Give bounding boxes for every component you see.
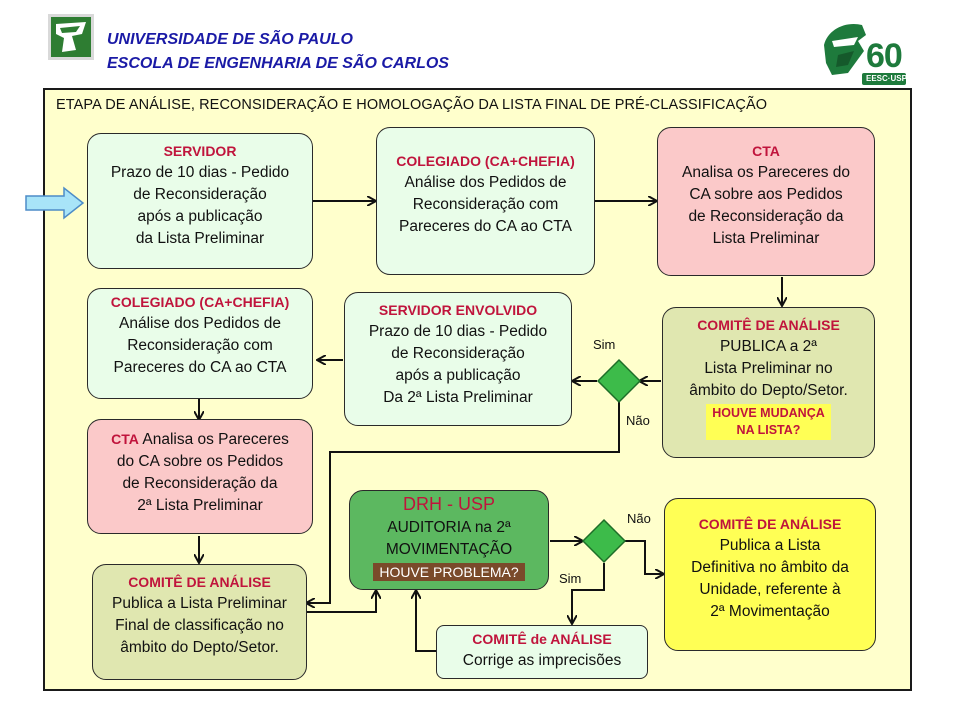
- decision-diamond-lista: [596, 358, 642, 404]
- box-line: Lista Preliminar no: [704, 360, 833, 377]
- box-title: COMITÊ DE ANÁLISE: [698, 516, 842, 532]
- arrow-comite2-to-drh: [307, 591, 376, 613]
- box-title: COMITÊ de ANÁLISE: [472, 631, 612, 647]
- box-title: COMITÊ DE ANÁLISE: [697, 317, 840, 333]
- box-line: Analisa os Pareceres: [142, 431, 289, 448]
- box-line: Análise dos Pedidos de: [118, 315, 281, 332]
- box-comite-analise-2: COMITÊ DE ANÁLISE Publica a Lista Prelim…: [92, 564, 307, 680]
- box-line: Unidade, referente à: [699, 581, 841, 598]
- university-name: UNIVERSIDADE DE SÃO PAULO: [107, 31, 353, 48]
- decision-label-nao-2: Não: [627, 511, 651, 526]
- box-drh-usp: DRH - USP AUDITORIA na 2ª MOVIMENTAÇÃO H…: [349, 490, 549, 590]
- box-line: 2ª Movimentação: [710, 603, 830, 620]
- box-line: âmbito do Depto/Setor.: [689, 382, 848, 399]
- usp-logo: [48, 14, 94, 60]
- box-line: Pareceres do CA ao CTA: [399, 218, 572, 235]
- box-line: de Reconsideração da: [122, 475, 278, 492]
- box-comite-analise-1: COMITÊ DE ANÁLISE PUBLICA a 2ª Lista Pre…: [662, 307, 875, 458]
- box-line: Lista Preliminar: [712, 230, 820, 247]
- box-line: âmbito do Depto/Setor.: [120, 639, 279, 656]
- box-title: CTA: [752, 143, 780, 159]
- decision-label-sim-2: Sim: [559, 571, 582, 586]
- tag-line: HOUVE MUDANÇA: [712, 406, 825, 420]
- box-line: Publica a Lista: [719, 537, 821, 554]
- box-title: SERVIDOR ENVOLVIDO: [378, 302, 538, 318]
- box-line: Pareceres do CA ao CTA: [113, 359, 287, 376]
- box-line: Reconsideração com: [412, 196, 559, 213]
- box-line: Publica a Lista Preliminar: [112, 595, 287, 612]
- box-title: CTA: [111, 431, 139, 447]
- box-line: MOVIMENTAÇÃO: [385, 541, 513, 558]
- box-line: de Reconsideração da: [688, 208, 844, 225]
- arrow-decision1-no-to-comite2: [307, 402, 620, 603]
- box-line: 2ª Lista Preliminar: [137, 497, 263, 514]
- decision-diamond-problema: [581, 518, 627, 564]
- box-line: de Reconsideração: [391, 345, 525, 362]
- box-line: após a publicação: [137, 208, 263, 225]
- box-title: COMITÊ DE ANÁLISE: [128, 574, 271, 590]
- decision-label-sim-1: Sim: [593, 337, 616, 352]
- box-cta-1: CTA Analisa os Pareceres do CA sobre aos…: [657, 127, 875, 276]
- box-line: AUDITORIA na 2ª: [387, 519, 511, 536]
- arrow-comite4-to-drh: [416, 591, 436, 652]
- box-title: SERVIDOR: [163, 143, 237, 159]
- box-line: Definitiva no âmbito da: [691, 559, 849, 576]
- box-line: Prazo de 10 dias - Pedido: [110, 164, 290, 181]
- arrow-decision2-yes-to-comite4: [572, 563, 605, 623]
- box-line: após a publicação: [395, 367, 521, 384]
- box-line: da Lista Preliminar: [135, 230, 265, 247]
- box-line: do CA sobre os Pedidos: [116, 453, 284, 470]
- usp-logo-icon: [48, 14, 94, 60]
- school-name: ESCOLA DE ENGENHARIA DE SÃO CARLOS: [107, 55, 449, 72]
- box-line-first: CTA Analisa os Pareceres: [88, 428, 312, 451]
- box-line: Corrige as imprecisões: [462, 652, 622, 669]
- decision-label-nao-1: Não: [626, 413, 650, 428]
- question-tag-mudanca: HOUVE MUDANÇA NA LISTA?: [706, 404, 831, 440]
- box-title: DRH - USP: [402, 494, 495, 514]
- box-title: COLEGIADO (CA+CHEFIA): [110, 294, 290, 310]
- eesc-60-logo-icon: [824, 23, 906, 85]
- question-tag-problema: HOUVE PROBLEMA?: [373, 563, 525, 581]
- stage-title: ETAPA DE ANÁLISE, RECONSIDERAÇÃO E HOMOL…: [56, 97, 768, 113]
- box-line: CA sobre aos Pedidos: [689, 186, 843, 203]
- box-line: Análise dos Pedidos de: [404, 174, 567, 191]
- box-line: Final de classificação no: [115, 617, 284, 634]
- box-servidor-envolvido: SERVIDOR ENVOLVIDO Prazo de 10 dias - Pe…: [344, 292, 572, 426]
- box-line: Reconsideração com: [127, 337, 273, 354]
- box-line: Prazo de 10 dias - Pedido: [368, 323, 548, 340]
- box-line: Analisa os Pareceres do: [681, 164, 850, 181]
- tag-line: NA LISTA?: [736, 423, 801, 437]
- box-line: PUBLICA a 2ª: [719, 338, 818, 355]
- anniversary-number: 60: [866, 37, 903, 75]
- box-colegiado-1: COLEGIADO (CA+CHEFIA) Análise dos Pedido…: [376, 127, 595, 275]
- box-servidor: SERVIDOR Prazo de 10 dias - Pedido de Re…: [87, 133, 313, 269]
- box-comite-analise-3: COMITÊ DE ANÁLISE Publica a Lista Defini…: [664, 498, 876, 651]
- arrow-decision2-no-to-comite3: [625, 540, 663, 574]
- anniversary-text: EESC·USP: [866, 74, 907, 83]
- eesc-60-logo: 60 EESC·USP: [818, 15, 910, 91]
- box-cta-2: CTA Analisa os Pareceres do CA sobre os …: [87, 419, 313, 534]
- entry-arrow: [25, 186, 85, 220]
- box-line: de Reconsideração: [133, 186, 267, 203]
- box-comite-analise-4: COMITÊ de ANÁLISE Corrige as imprecisões: [436, 625, 648, 679]
- box-line: Da 2ª Lista Preliminar: [383, 389, 533, 406]
- box-colegiado-2: COLEGIADO (CA+CHEFIA) Análise dos Pedido…: [87, 288, 313, 399]
- box-title: COLEGIADO (CA+CHEFIA): [396, 153, 575, 169]
